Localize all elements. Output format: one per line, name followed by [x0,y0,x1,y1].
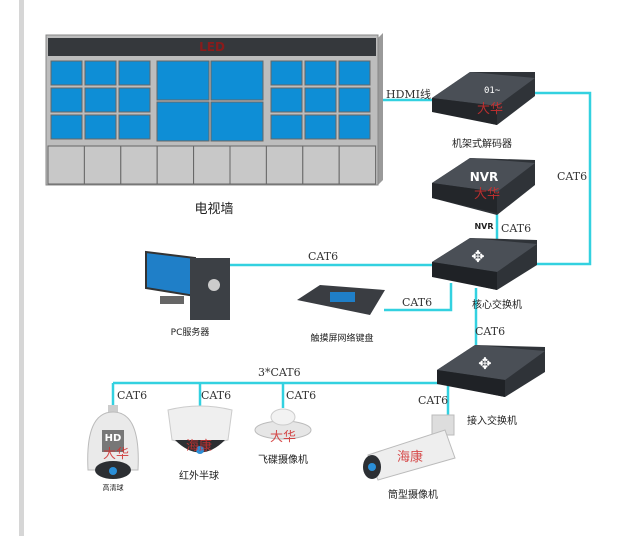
camera-brand-ptz: 大华 [102,447,130,462]
access-switch-label: 接入交换机 [467,416,517,427]
cam2-cable-label: CAT6 [201,389,232,402]
keyboard-core-cable-label: CAT6 [402,296,433,309]
wall-screen [118,114,151,140]
decoder-core-cable-label: CAT6 [557,170,588,183]
wall-cabinet [229,145,267,185]
wall-screen [304,87,337,113]
camera-brand-dome: 海康 [185,439,213,454]
nvr-device [432,158,535,215]
wall-screen [156,60,210,101]
wall-cabinet [302,145,340,185]
led-label: LED [199,40,225,54]
wall-screen [50,60,83,86]
wall-screen [304,60,337,86]
hdmi-cable-label: HDMI线 [386,88,432,101]
video-wall-label: 电视墙 [194,202,234,217]
camera-bus-label: 3*CAT6 [258,366,301,379]
nvr-brand-watermark: 大华 [473,187,501,202]
camera-label-bullet: 筒型摄像机 [388,490,438,501]
wall-screen [210,101,264,142]
bullet-camera [363,414,456,481]
wall-screen [50,114,83,140]
left-border [19,0,24,536]
decoder-brand-watermark: 大华 [476,102,504,117]
wall-screen [118,87,151,113]
camera-brand-bullet: 海康 [396,450,424,465]
switch-arrows-icon: ✥ [471,247,484,266]
wall-cabinet [265,145,304,185]
wall-screen [270,60,303,86]
dome-camera [167,405,233,454]
core-switch-device: ✥ [432,238,537,290]
keyboard-device [297,285,385,315]
camera-label-ufo: 飞碟摄像机 [258,455,308,466]
camera-label-dome: 红外半球 [179,471,219,482]
binary-wave-icon: 01~ [484,86,501,96]
camera-brand-ufo: 大华 [269,430,297,445]
wall-cabinet [338,145,377,185]
keyboard-label: 触摸屏网络键盘 [310,334,374,344]
ptz-camera [87,405,139,479]
wall-screen [156,101,210,142]
wall-cabinet [83,145,122,185]
core-access-cable-label: CAT6 [475,325,506,338]
access-switch-device: ✥ [437,345,545,397]
wall-screen [84,114,117,140]
nvr-core-cable-label: CAT6 [501,222,532,235]
cam3-cable-label: CAT6 [286,389,317,402]
nvr-screen-text: NVR [469,170,499,184]
decoder-core-cable [533,91,592,266]
cam4-cable-label: CAT6 [418,394,449,407]
wall-screen [118,60,151,86]
wall-screen [304,114,337,140]
pc-label: PC服务器 [170,328,210,338]
wall-screen [338,114,371,140]
core-switch-label: 核心交换机 [472,300,522,311]
wall-screen [50,87,83,113]
pc-server-device [145,250,230,320]
hd-badge: HD [104,433,122,444]
wall-screen [210,60,264,101]
wall-cabinet [120,145,158,185]
wall-screen [338,60,371,86]
nvr-label: NVR [474,222,494,231]
video-wall [45,33,383,186]
keyboard-core-cable [384,283,453,312]
decoder-device: 01~ [432,72,535,125]
decoder-label: 机架式解码器 [452,139,512,150]
wall-screen [270,114,303,140]
cam1-cable-label: CAT6 [117,389,148,402]
wall-cabinet [156,145,195,185]
wall-screen [338,87,371,113]
switch-arrows-icon: ✥ [478,354,491,373]
wall-screen [270,87,303,113]
wall-screen [84,60,117,86]
ufo-camera [254,408,312,440]
wall-cabinet [193,145,231,185]
pc-core-cable-label: CAT6 [308,250,339,263]
wall-screen [84,87,117,113]
wall-cabinet [47,145,85,185]
camera-label-ptz: 高清球 [102,484,124,492]
